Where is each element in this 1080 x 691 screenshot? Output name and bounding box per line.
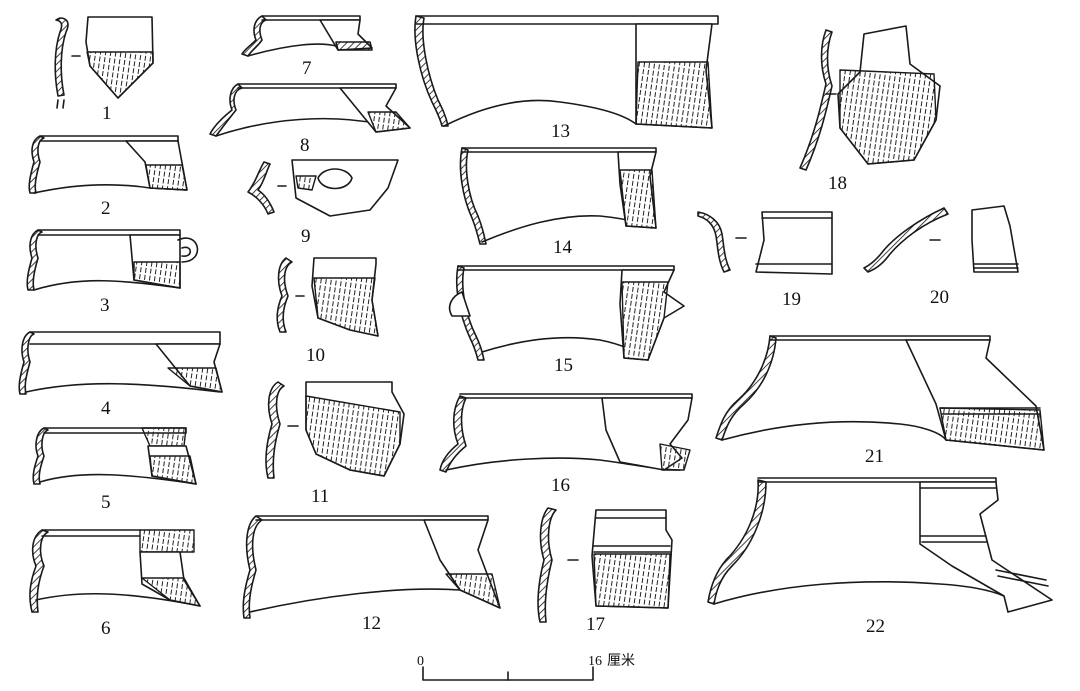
label-18: 18	[828, 173, 847, 194]
label-4: 4	[101, 398, 111, 419]
label-22: 22	[866, 616, 885, 637]
sherd-8	[209, 83, 411, 137]
sherd-4	[18, 331, 223, 395]
label-15: 15	[554, 355, 573, 376]
scale-bar	[422, 666, 594, 681]
scale-unit: 厘米	[607, 654, 635, 669]
label-11: 11	[311, 486, 330, 507]
sherd-14	[459, 147, 657, 245]
label-10: 10	[306, 345, 325, 366]
label-6: 6	[101, 618, 111, 639]
label-16: 16	[551, 475, 570, 496]
label-17: 17	[586, 614, 605, 635]
label-8: 8	[300, 135, 310, 156]
label-3: 3	[100, 295, 110, 316]
sherd-19	[697, 211, 833, 275]
sherd-9	[247, 159, 399, 217]
sherd-22	[707, 477, 1053, 613]
label-9: 9	[301, 226, 311, 247]
label-13: 13	[551, 121, 570, 142]
sherd-10	[276, 257, 379, 337]
sherd-18	[799, 25, 941, 171]
sherd-11	[265, 381, 405, 479]
label-21: 21	[865, 446, 884, 467]
label-20: 20	[930, 287, 949, 308]
sherd-3	[26, 229, 199, 291]
label-1: 1	[102, 103, 112, 124]
sherd-21	[715, 335, 1045, 451]
scale-end: 16	[588, 654, 602, 669]
sherd-17	[537, 507, 673, 623]
sherd-6	[29, 529, 201, 613]
sherd-5	[32, 427, 197, 485]
sherd-2	[28, 135, 188, 194]
sherd-16	[439, 393, 693, 473]
sherd-7	[241, 15, 373, 57]
label-2: 2	[101, 198, 111, 219]
sherd-12	[242, 515, 501, 619]
sherd-20	[863, 205, 1019, 273]
label-7: 7	[302, 58, 312, 79]
label-19: 19	[782, 289, 801, 310]
label-5: 5	[101, 492, 111, 513]
sherd-13	[414, 15, 719, 129]
sherd-15	[448, 265, 685, 361]
label-12: 12	[362, 613, 381, 634]
scale-start: 0	[417, 654, 424, 669]
label-14: 14	[553, 237, 572, 258]
sherd-1	[54, 16, 154, 109]
